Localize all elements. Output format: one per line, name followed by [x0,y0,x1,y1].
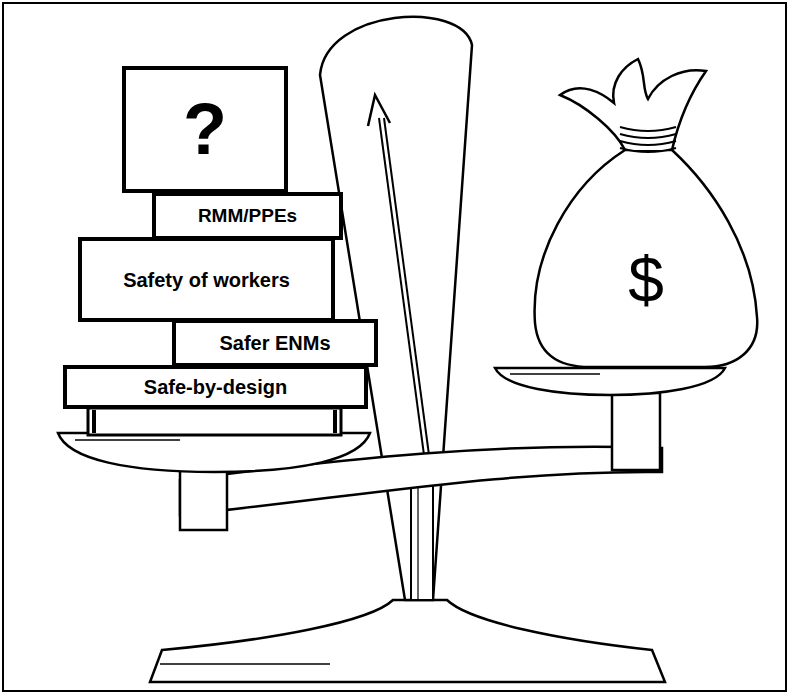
bag-rope [620,148,676,152]
bag-rope [620,127,676,131]
box-label: Safer ENMs [219,332,330,354]
bag-top [560,59,706,150]
pan-highlight [75,439,180,441]
right-pan [495,368,725,395]
scale-base [150,600,665,682]
pointer-stem [411,470,433,600]
left-pan [58,433,370,472]
box-label: RMM/PPEs [198,206,297,227]
safety-box: Safety of workers [78,237,335,322]
bag-outline [530,55,762,370]
stack-base [88,408,341,435]
material-box: Safer ENMs [172,319,378,367]
right-post [612,393,660,470]
box-label: Safety of workers [123,269,290,291]
needle-shaft [384,118,431,470]
pan-highlight [510,373,600,375]
base-highlight [160,663,330,665]
measure-box: RMM/PPEs [152,192,343,240]
left-post [180,468,227,530]
design-box: Safe-by-design [63,365,368,409]
bag-rope [620,141,676,145]
money-bag: $ [530,55,762,370]
currency-symbol: $ [530,245,762,315]
needle-head [368,95,390,126]
bag-rope [620,134,676,138]
question-box: ? [122,66,288,193]
stem-line [417,480,418,600]
stack-base-edge [333,410,337,433]
box-label: Safe-by-design [144,376,287,398]
scale-pointer [320,17,472,600]
box-label: ? [183,90,227,169]
frame-border [3,3,786,691]
needle-shaft [379,118,426,470]
stack-base-edge [92,410,96,433]
